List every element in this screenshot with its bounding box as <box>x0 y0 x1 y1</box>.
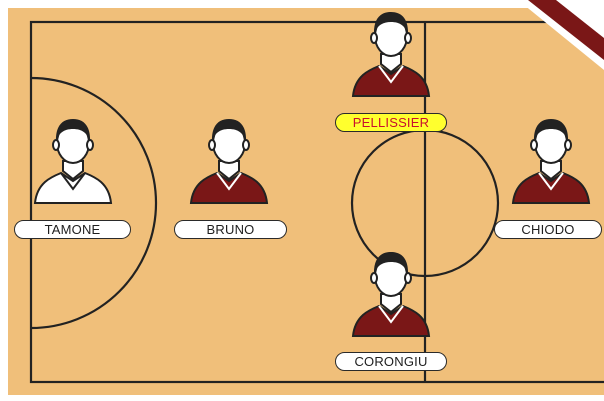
player-silhouette-icon <box>351 8 431 108</box>
player-bruno[interactable] <box>189 115 269 215</box>
player-label-chiodo: CHIODO <box>494 220 602 239</box>
player-silhouette-icon <box>189 115 269 215</box>
player-silhouette-icon <box>351 248 431 348</box>
player-chiodo[interactable] <box>511 115 591 215</box>
player-silhouette-icon <box>511 115 591 215</box>
player-label-tamone: TAMONE <box>14 220 131 239</box>
player-label-pellissier: PELLISSIER <box>335 113 447 132</box>
player-pellissier[interactable] <box>351 8 431 108</box>
player-silhouette-icon <box>33 115 113 215</box>
player-corongiu[interactable] <box>351 248 431 348</box>
player-label-corongiu: CORONGIU <box>335 352 447 371</box>
player-tamone[interactable] <box>33 115 113 215</box>
player-label-bruno: BRUNO <box>174 220 287 239</box>
